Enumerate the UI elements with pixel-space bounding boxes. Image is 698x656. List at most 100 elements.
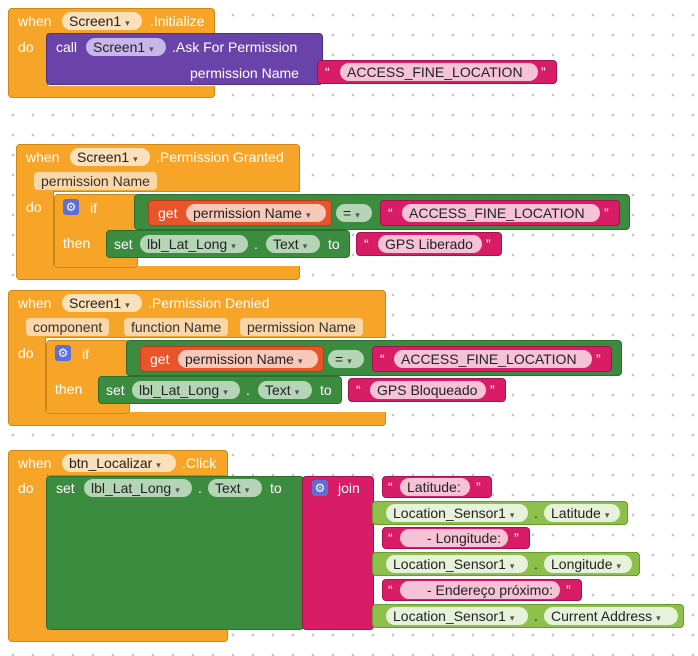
gear-icon[interactable]: ⚙: [55, 345, 71, 361]
property-name: Current Address: [551, 608, 653, 624]
component-dropdown[interactable]: btn_Localizar▾: [62, 454, 176, 472]
component-dropdown[interactable]: Location_Sensor1▾: [386, 607, 528, 625]
text-value[interactable]: - Longitude:: [400, 529, 508, 547]
quote-open-icon: “: [388, 582, 393, 598]
variable-name: permission Name: [185, 351, 294, 367]
dropdown-arrow-icon: ▾: [125, 300, 130, 310]
component-name: Screen1: [69, 13, 122, 29]
event-do-arm: [8, 337, 46, 413]
variable-name: permission Name: [193, 205, 302, 221]
do-label: do: [18, 480, 34, 496]
quote-open-icon: “: [388, 205, 393, 221]
dropdown-arrow-icon: ▾: [244, 485, 250, 495]
to-label: to: [328, 236, 340, 252]
property-name: Text: [273, 236, 299, 252]
gear-icon[interactable]: ⚙: [63, 199, 79, 215]
event-param[interactable]: component: [26, 318, 110, 336]
dropdown-arrow-icon: ▾: [305, 210, 311, 220]
property-name: Text: [265, 382, 291, 398]
property-name: Text: [215, 480, 241, 496]
dropdown-arrow-icon: ▾: [347, 356, 352, 366]
property-dropdown[interactable]: Latitude▾: [544, 504, 620, 522]
set-property-block[interactable]: [46, 476, 304, 630]
component-dropdown[interactable]: lbl_Lat_Long▾: [132, 381, 240, 399]
property-dropdown[interactable]: Text▾: [208, 479, 262, 497]
component-dropdown[interactable]: Screen1▾: [62, 294, 142, 312]
do-label: do: [18, 345, 34, 361]
event-param[interactable]: permission Name: [240, 318, 363, 336]
dot-label: .: [246, 382, 250, 398]
if-label: if: [82, 346, 89, 362]
component-dropdown[interactable]: Screen1▾: [62, 12, 142, 30]
join-label: join: [338, 480, 360, 496]
event-param[interactable]: function Name: [124, 318, 229, 336]
operator-dropdown[interactable]: =▾: [328, 350, 364, 368]
when-label: when: [18, 295, 52, 311]
dot-label: .: [534, 505, 538, 521]
dropdown-arrow-icon: ▾: [156, 460, 161, 470]
component-dropdown[interactable]: Screen1▾: [86, 38, 166, 56]
component-dropdown[interactable]: Location_Sensor1▾: [386, 555, 528, 573]
event-param[interactable]: permission Name: [34, 172, 157, 190]
property-dropdown[interactable]: Current Address▾: [544, 607, 678, 625]
component-name: Screen1: [93, 39, 146, 55]
event-do-arm: [16, 191, 54, 267]
component-name: Location_Sensor1: [393, 505, 506, 521]
then-label: then: [63, 235, 91, 251]
method-name: .Ask For Permission: [172, 39, 298, 55]
if-label: if: [90, 200, 97, 216]
property-name: Latitude: [551, 505, 601, 521]
component-dropdown[interactable]: Location_Sensor1▾: [386, 504, 528, 522]
component-name: Location_Sensor1: [393, 556, 506, 572]
operator-dropdown[interactable]: =▾: [336, 204, 372, 222]
event-footer: [8, 86, 215, 98]
text-value[interactable]: - Endereço próximo:: [400, 581, 560, 599]
text-value[interactable]: Latitude:: [400, 478, 470, 496]
text-value[interactable]: GPS Bloqueado: [370, 381, 486, 399]
property-dropdown[interactable]: Text▾: [258, 381, 312, 399]
dropdown-arrow-icon: ▾: [294, 387, 300, 397]
event-footer: [16, 266, 300, 280]
component-name: lbl_Lat_Long: [91, 480, 172, 496]
component-dropdown[interactable]: lbl_Lat_Long▾: [84, 479, 192, 497]
quote-close-icon: ”: [541, 64, 546, 80]
dropdown-arrow-icon: ▾: [509, 613, 515, 623]
operator: =: [343, 205, 352, 221]
quote-close-icon: ”: [476, 479, 481, 495]
dropdown-arrow-icon: ▾: [133, 154, 138, 164]
quote-close-icon: ”: [490, 382, 495, 398]
operator: =: [335, 351, 344, 367]
text-value[interactable]: ACCESS_FINE_LOCATION: [402, 204, 600, 222]
text-value[interactable]: GPS Liberado: [378, 235, 482, 253]
event-footer: [8, 630, 228, 642]
quote-open-icon: “: [388, 530, 393, 546]
quote-open-icon: “: [380, 351, 385, 367]
property-dropdown[interactable]: Longitude▾: [544, 555, 632, 573]
get-label: get: [158, 205, 178, 221]
text-value[interactable]: ACCESS_FINE_LOCATION: [394, 350, 592, 368]
gear-icon[interactable]: ⚙: [312, 480, 328, 496]
quote-close-icon: ”: [514, 530, 519, 546]
when-label: when: [18, 455, 52, 471]
do-label: do: [26, 199, 42, 215]
component-name: Location_Sensor1: [393, 608, 506, 624]
component-dropdown[interactable]: lbl_Lat_Long▾: [140, 235, 248, 253]
dot-label: .: [534, 608, 538, 624]
variable-dropdown[interactable]: permission Name▾: [186, 204, 326, 222]
call-label: call: [56, 39, 78, 55]
dot-label: .: [254, 236, 258, 252]
dropdown-arrow-icon: ▾: [604, 510, 610, 520]
text-value[interactable]: ACCESS_FINE_LOCATION: [340, 63, 538, 81]
property-dropdown[interactable]: Text▾: [266, 235, 320, 253]
dropdown-arrow-icon: ▾: [175, 485, 180, 495]
join-block[interactable]: [302, 476, 374, 630]
component-dropdown[interactable]: Screen1▾: [70, 148, 150, 166]
quote-open-icon: “: [388, 479, 393, 495]
variable-dropdown[interactable]: permission Name▾: [178, 350, 318, 368]
set-label: set: [106, 382, 125, 398]
dropdown-arrow-icon: ▾: [509, 561, 515, 571]
dropdown-arrow-icon: ▾: [149, 44, 154, 54]
component-name: Screen1: [69, 295, 122, 311]
quote-close-icon: ”: [604, 205, 609, 221]
event-name: .Permission Granted: [156, 149, 284, 165]
